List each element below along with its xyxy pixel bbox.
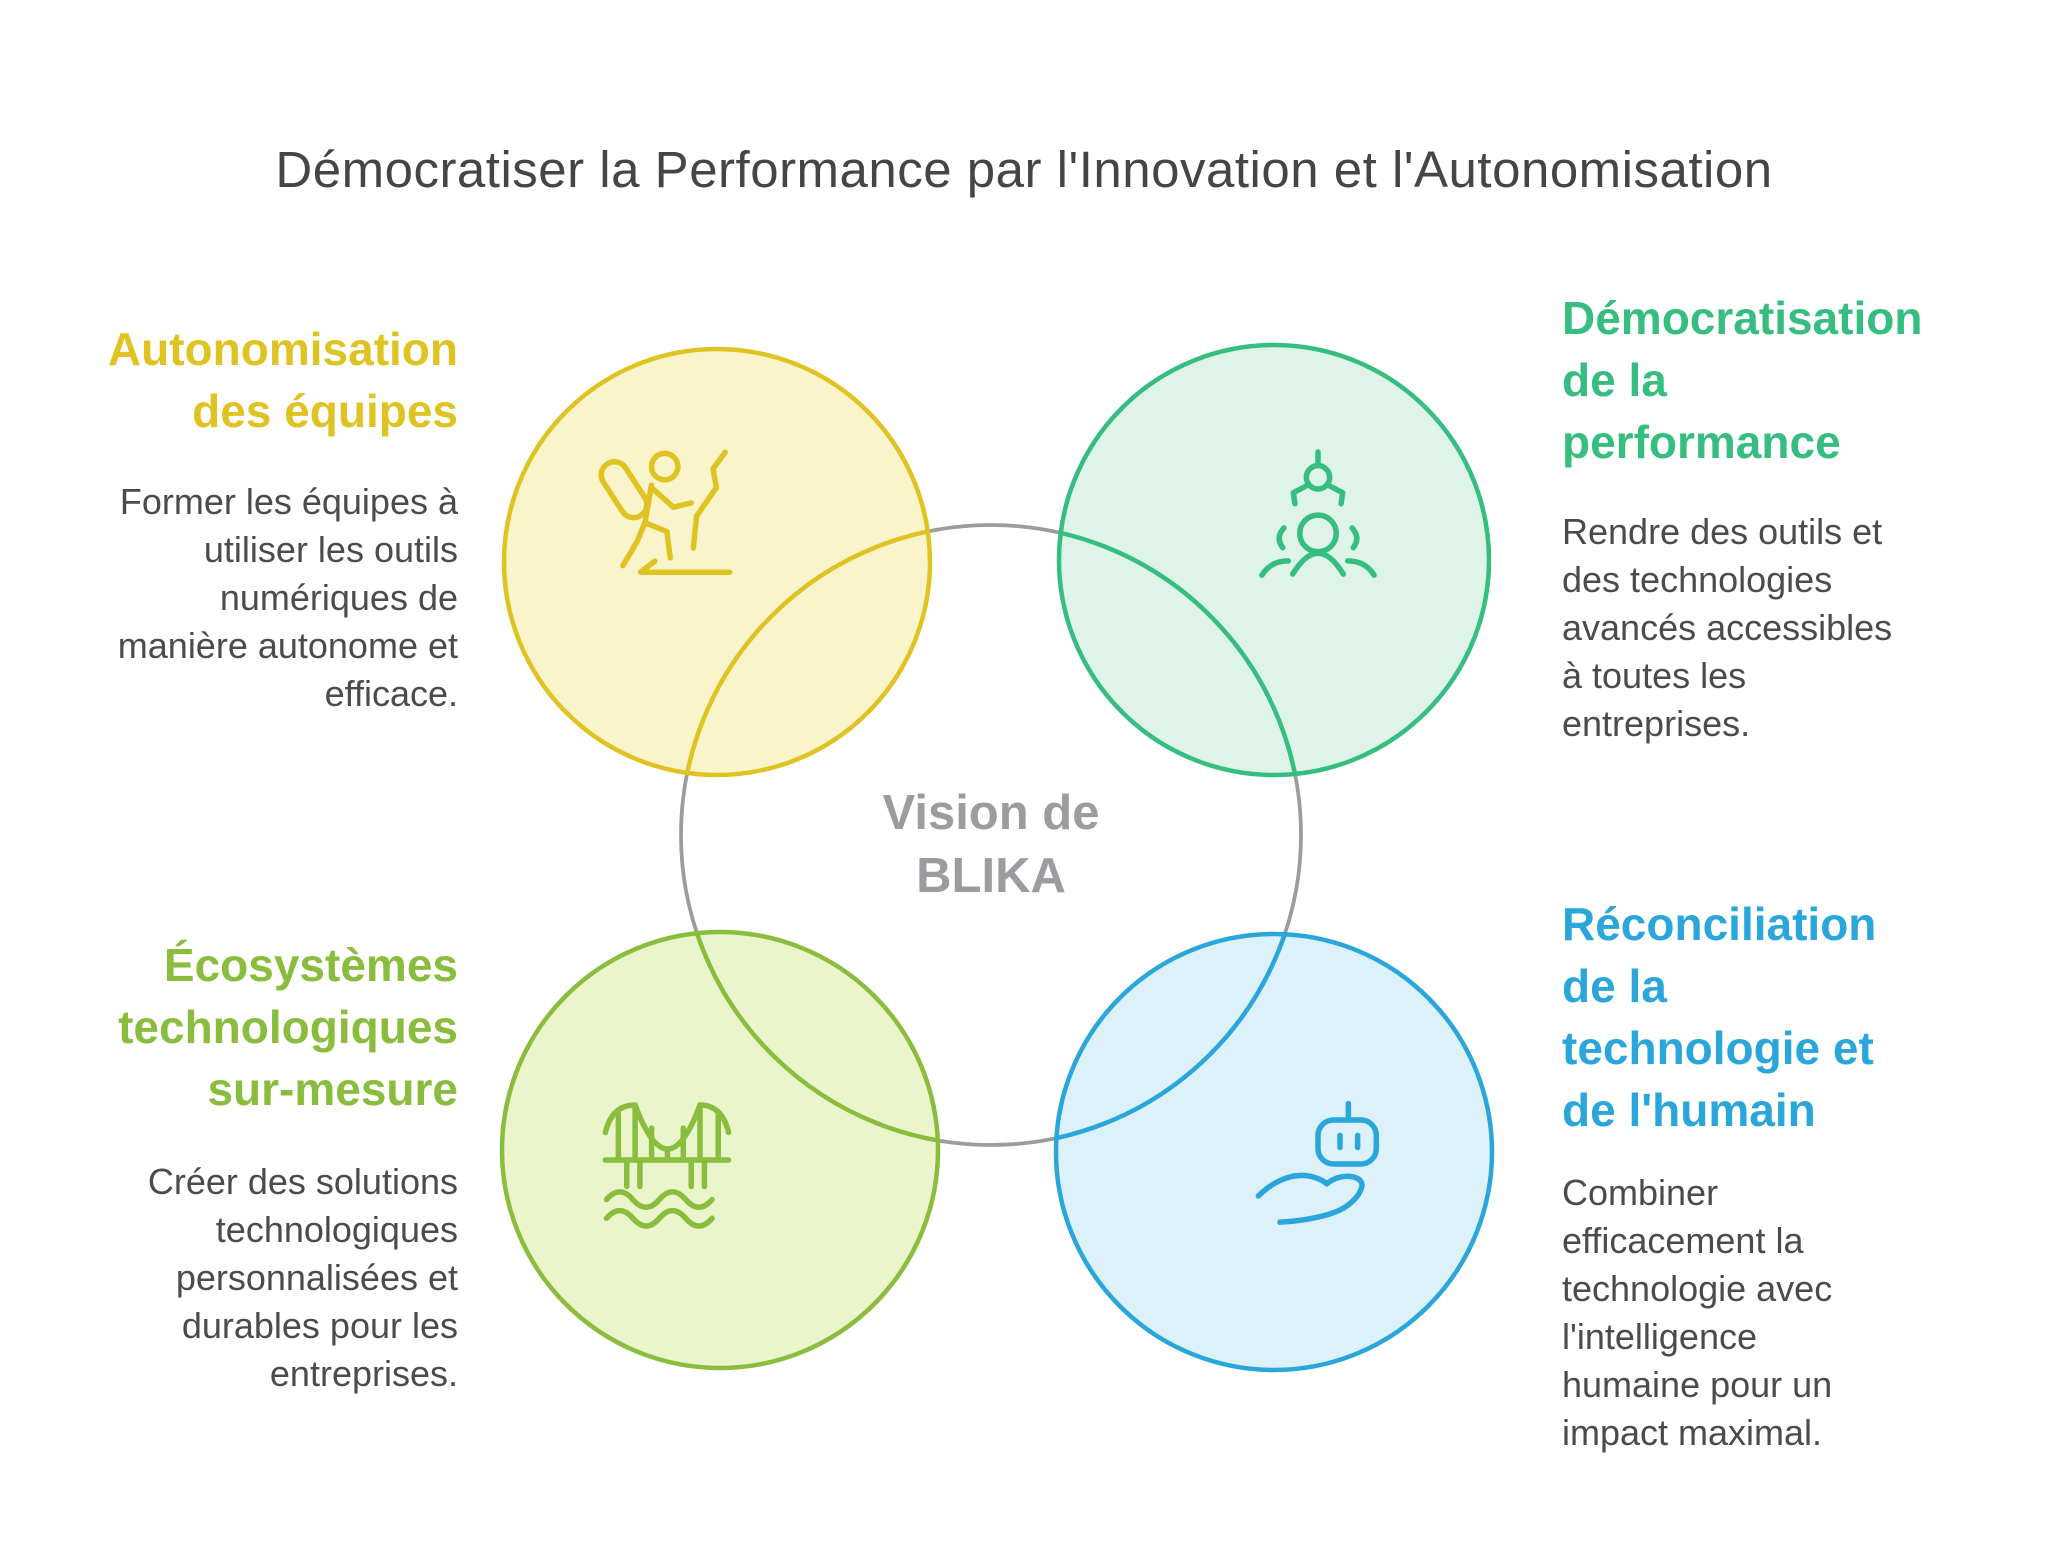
hand-robot-icon [1255,1100,1380,1225]
circle-autonomisation-fill [504,349,930,775]
heading-ecosystemes: Écosystèmes technologiques sur-mesure [118,939,458,1115]
center-vision-label: Vision de BLIKA [791,782,1191,908]
circle-democratisation-rim [1056,342,1492,778]
circle-democratisation-fill [1059,345,1489,775]
body-democratisation: Rendre des outils et des technologies av… [1562,511,1893,744]
hiker-climbing-icon [598,449,733,575]
body-autonomisation: Former les équipes à utiliser les outils… [117,481,458,714]
body-reconciliation: Combiner efficacement la technologie ave… [1562,1172,1833,1453]
circle-reconciliation-rim [1053,931,1495,1373]
page-title: Démocratiser la Performance par l'Innova… [275,141,1773,198]
circle-reconciliation-fill [1056,934,1492,1370]
heading-reconciliation: Réconciliation de la technologie et de l… [1562,898,1877,1136]
claw-machine-people-icon [1259,449,1377,578]
center-vision-line1: Vision de [882,786,1100,840]
center-circle [679,523,1303,1147]
circle-autonomisation-rim [501,346,933,778]
heading-democratisation: Démocratisation de la performance [1562,292,1923,468]
bridge-icon [602,1102,732,1229]
heading-autonomisation: Autonomisation des équipes [107,323,458,437]
center-vision-line2: BLIKA [916,849,1066,903]
body-ecosystemes: Créer des solutions technologiques perso… [147,1161,458,1394]
circle-ecosystemes-rim [499,929,941,1371]
